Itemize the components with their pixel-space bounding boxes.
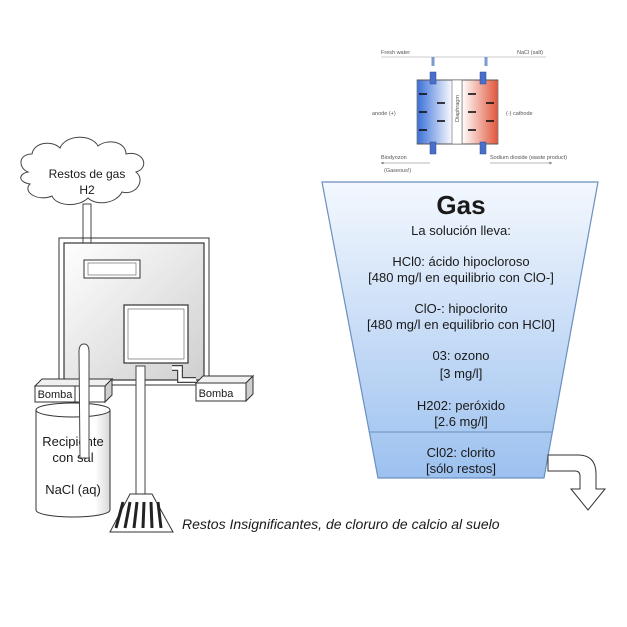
nacl-salt-label: NaCl (salt)	[517, 50, 543, 56]
right-pump-label: Bomba	[199, 388, 235, 400]
bottom-compound-name: Cl02: clorito	[427, 445, 496, 460]
compound-name: H202: peróxido	[417, 398, 505, 413]
cathode-top-port	[479, 71, 487, 85]
biodyozon-label: Biodyozon	[381, 155, 407, 161]
anode-label: anode (+)	[372, 111, 396, 117]
intake-pipe	[78, 343, 90, 459]
fresh-water-label: Fresh water	[381, 50, 410, 56]
generator-panel	[123, 304, 189, 364]
diaphragm	[451, 79, 463, 145]
anode-bottom-port	[429, 141, 437, 155]
compound-detail: [2.6 mg/l]	[434, 414, 487, 429]
cloud-label-line1: Restos de gas	[49, 167, 126, 181]
anode-dashes	[419, 93, 445, 131]
funnel-subtitle: La solución lleva:	[411, 223, 511, 238]
drain-caption: Restos Insignificantes, de cloruro de ca…	[182, 516, 500, 532]
diaphragm-label: Diaphragm	[455, 95, 461, 122]
gas-cloud	[20, 136, 145, 205]
compound-detail: [3 mg/l]	[440, 366, 483, 381]
waste-product-label: Sodium dioxide (waste product)	[490, 155, 567, 161]
tank-label-line1: Recipiente	[42, 434, 103, 449]
gas-funnel: Gas La solución lleva: HCl0: ácido hipoc…	[321, 181, 599, 479]
generator-box-frame	[58, 237, 210, 386]
generator-display	[83, 259, 141, 279]
cloud-label-line2: H2	[79, 183, 95, 197]
salt-tank	[35, 402, 111, 518]
cathode-bottom-port	[479, 141, 487, 155]
electrolysis-cell-diagram: Fresh water NaCl (salt) Diaphragm anode …	[372, 50, 567, 174]
left-pump-label: Bomba	[38, 389, 74, 401]
compound-detail: [480 mg/l en equilibrio con ClO-]	[368, 270, 554, 285]
anode-top-port	[429, 71, 437, 85]
bottom-compound-detail: [sólo restos]	[426, 461, 496, 476]
funnel-title: Gas	[436, 190, 485, 220]
drain-grate	[109, 493, 174, 533]
funnel-shape	[321, 181, 599, 479]
cathode-dashes	[468, 93, 494, 131]
compound-name: HCl0: ácido hipocloroso	[392, 254, 529, 269]
compound-detail: [480 mg/l en equilibrio con HCl0]	[367, 317, 555, 332]
compound-name: 03: ozono	[432, 348, 489, 363]
outlet-pipe	[172, 366, 196, 382]
cathode-label: (-) cathode	[506, 111, 533, 117]
outflow-arrow-icon	[547, 454, 607, 511]
cathode-chamber	[461, 79, 499, 145]
compound-name: ClO-: hipoclorito	[414, 301, 507, 316]
gaseous-label: (Gaseous!)	[384, 168, 411, 174]
drain-pipe	[135, 365, 146, 499]
tank-label-line3: NaCl (aq)	[45, 482, 101, 497]
